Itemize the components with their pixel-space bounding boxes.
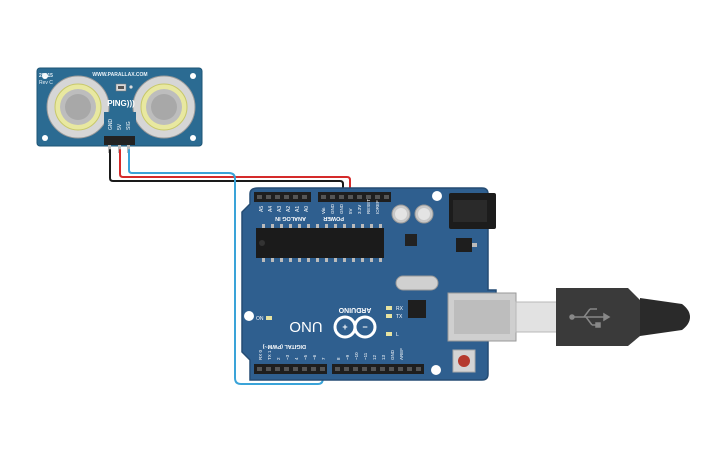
wire-gnd (109, 149, 344, 197)
sensor-pin-labels: GND 5V SIG (104, 112, 136, 134)
power-header[interactable] (318, 192, 391, 202)
svg-text:GND: GND (390, 349, 395, 360)
arduino-logo: + − (333, 315, 377, 339)
sensor-revision: Rev C (39, 80, 53, 86)
voltage-regulator (456, 238, 477, 252)
mount-hole (244, 311, 254, 321)
digital-header-label: DIGITAL (PWM~) (262, 343, 306, 349)
digital-pin-labels-low: RX 0 TX 1 2 ~3 4 ~5 ~6 7 (258, 349, 326, 360)
svg-text:A1: A1 (295, 206, 301, 212)
svg-text:5V: 5V (348, 208, 353, 214)
sensor-led (129, 85, 133, 89)
svg-text:~3: ~3 (285, 354, 290, 360)
wires[interactable] (109, 149, 351, 385)
mount-hole (42, 135, 48, 141)
svg-text:L: L (396, 332, 399, 338)
svg-text:2: 2 (276, 357, 281, 360)
pin-label-gnd: GND (108, 119, 114, 131)
digital-pin-labels-high: 8 ~9 ~10 ~11 12 13 GND AREF (336, 348, 404, 360)
svg-text:RX: RX (396, 306, 404, 312)
mount-hole (432, 191, 442, 201)
usb-cable[interactable] (515, 288, 690, 346)
mount-hole (190, 73, 196, 79)
crystal (395, 275, 439, 291)
svg-text:~9: ~9 (345, 354, 350, 360)
svg-text:3.3V: 3.3V (357, 205, 362, 214)
capacitor (391, 204, 411, 224)
small-chip (405, 234, 417, 246)
svg-text:ON: ON (256, 316, 264, 322)
svg-text:A5: A5 (259, 206, 265, 212)
svg-text:GND: GND (330, 203, 335, 214)
capacitor (414, 204, 434, 224)
mount-hole (431, 365, 441, 375)
svg-text:~10: ~10 (354, 352, 359, 360)
usb-plug-metal (515, 301, 559, 333)
svg-text:A0: A0 (304, 206, 310, 212)
svg-text:GND: GND (339, 203, 344, 214)
analog-header-label: ANALOG IN (275, 215, 306, 221)
dc-power-jack[interactable] (449, 193, 496, 229)
svg-text:7: 7 (321, 357, 326, 360)
status-leds: RX TX L ON (256, 306, 404, 338)
svg-text:Vin: Vin (321, 207, 326, 214)
analog-pin-labels: A5 A4 A3 A2 A1 A0 (259, 206, 310, 212)
svg-text:A4: A4 (268, 206, 274, 212)
sensor-url: WWW.PARALLAX.COM (92, 72, 147, 78)
svg-text:TX: TX (396, 314, 403, 320)
pin-label-5v: 5V (117, 123, 123, 130)
svg-text:TX 1: TX 1 (267, 350, 272, 360)
sensor-brand: PING))) (107, 99, 135, 108)
digital-header-low[interactable] (254, 364, 327, 374)
svg-text:12: 12 (372, 354, 377, 360)
svg-text:A3: A3 (277, 206, 283, 212)
arduino-uno[interactable]: A5 A4 A3 A2 A1 A0 ANALOG IN Vin GND GND … (241, 187, 517, 381)
svg-text:AREF: AREF (399, 348, 404, 360)
reset-button[interactable] (452, 349, 476, 373)
power-pin-labels: Vin GND GND 5V 3.3V RESET IOREF (321, 199, 380, 214)
pin-label-sig: SIG (126, 121, 132, 130)
svg-text:RX 0: RX 0 (258, 349, 263, 360)
svg-text:~5: ~5 (303, 354, 308, 360)
svg-text:−: − (362, 322, 367, 332)
transducer-left (46, 75, 110, 139)
mount-hole (190, 135, 196, 141)
svg-text:13: 13 (381, 354, 386, 360)
svg-text:4: 4 (294, 357, 299, 360)
power-header-label: POWER (323, 215, 344, 221)
ping-sensor[interactable]: 28015 Rev C WWW.PARALLAX.COM PING))) GND… (36, 67, 203, 153)
analog-header[interactable] (254, 192, 311, 202)
svg-text:~6: ~6 (312, 354, 317, 360)
svg-text:~11: ~11 (363, 352, 368, 360)
usb-cable-strain (640, 298, 690, 336)
sensor-header[interactable] (104, 136, 135, 153)
svg-text:RESET: RESET (366, 199, 371, 214)
arduino-model-name: UNO (289, 318, 322, 335)
transducer-right (132, 75, 196, 139)
svg-text:A2: A2 (286, 206, 292, 212)
svg-text:+: + (342, 322, 347, 332)
arduino-brand: ARDUINO (338, 306, 371, 313)
wire-sig (128, 149, 324, 385)
atmega-chip (256, 224, 384, 262)
svg-text:8: 8 (336, 357, 341, 360)
sensor-model: 28015 (39, 73, 53, 79)
svg-text:IOREF: IOREF (375, 200, 380, 214)
usb-b-port[interactable] (447, 292, 517, 342)
digital-header-high[interactable] (332, 364, 424, 374)
mount-hole (42, 73, 48, 79)
usb-chip (408, 300, 426, 318)
usb-symbol-icon (569, 308, 611, 328)
